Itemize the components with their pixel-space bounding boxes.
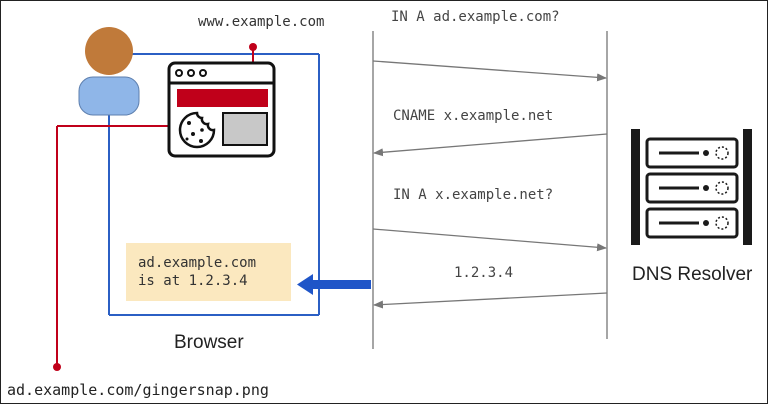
- result-arrow: [297, 274, 371, 295]
- message-query-1: IN A ad.example.com?: [391, 9, 560, 25]
- user-icon: [78, 27, 140, 116]
- image-url-label: ad.example.com/gingersnap.png: [7, 381, 269, 399]
- browser-frame: [108, 53, 320, 316]
- browser-label: Browser: [174, 332, 244, 353]
- message-cname-reply: CNAME x.example.net: [393, 108, 554, 124]
- resolved-answer-box: ad.example.com is at 1.2.3.4: [126, 243, 291, 301]
- message-a-reply: 1.2.3.4: [454, 265, 514, 281]
- arrow-query-2: [372, 228, 607, 252]
- cookie-icon: [178, 111, 216, 149]
- answer-line-2: is at 1.2.3.4: [138, 273, 248, 289]
- dns-resolver-label: DNS Resolver: [632, 264, 753, 285]
- message-arrows: [372, 60, 608, 309]
- arrow-cname-reply: [373, 133, 608, 157]
- arrow-query-1: [372, 60, 607, 82]
- site-url-label: www.example.com: [198, 14, 325, 30]
- server-rack-icon: [631, 129, 752, 245]
- lifelines: [372, 31, 608, 349]
- answer-line-1: ad.example.com: [138, 255, 257, 271]
- message-query-2: IN A x.example.net?: [393, 187, 554, 203]
- arrow-a-reply: [373, 292, 608, 309]
